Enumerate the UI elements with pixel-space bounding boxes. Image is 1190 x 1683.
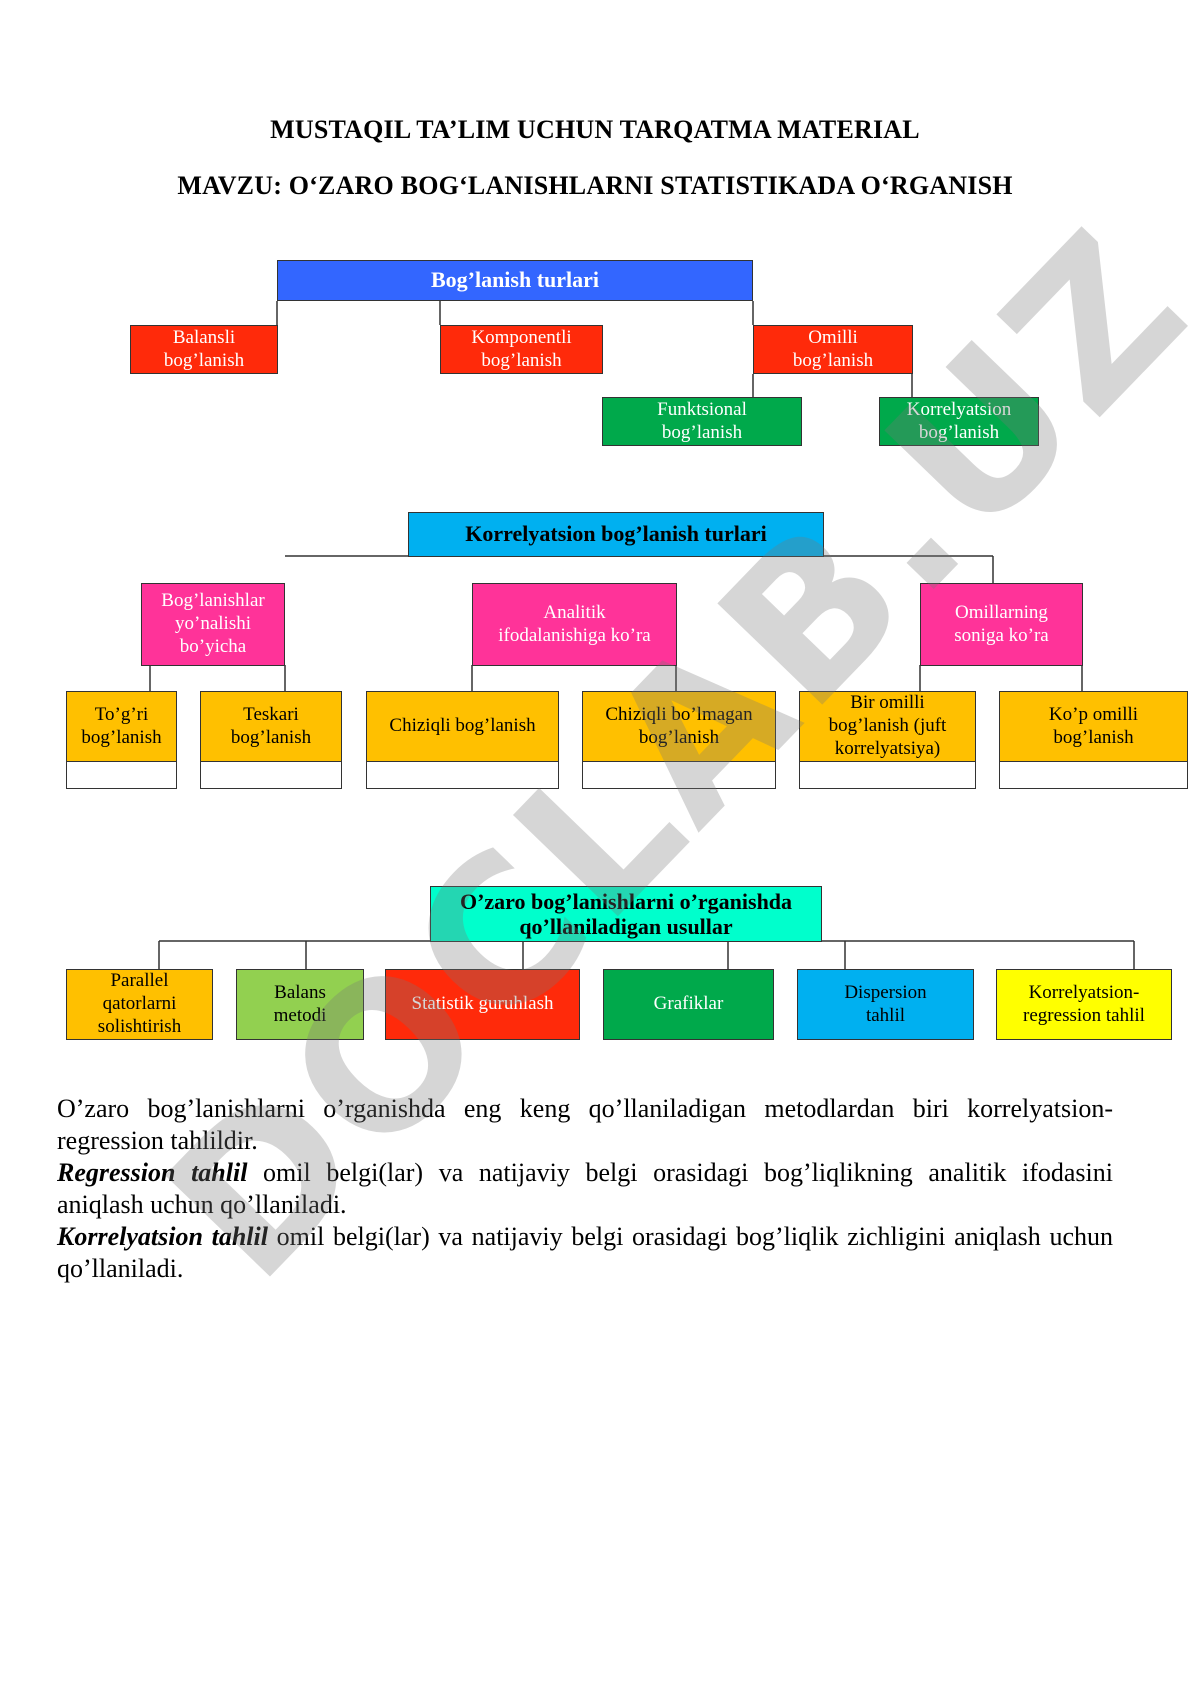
omillar-line-1: Omillarning — [955, 601, 1048, 623]
balansli-line-2: bog’lanish — [163, 349, 245, 371]
kop-omilli-line-1: Ko’p omilli — [1048, 703, 1139, 725]
funktsional-line-1: Funktsional — [657, 398, 747, 420]
grafiklar-line-1: Grafiklar — [653, 993, 724, 1015]
komponentli-line-1: Komponentli — [471, 326, 572, 348]
korrelyatsion-regression-box: Korrelyatsion-regression tahlil — [996, 969, 1172, 1040]
bog-lanish-turlari-label: Bog’lanish turlari — [430, 267, 600, 293]
balansli-line-1: Balansli — [172, 326, 236, 348]
teskari-line-1: Teskari — [243, 703, 299, 725]
korrelyatsion-line-1: Korrelyatsion — [906, 398, 1012, 420]
bir-omilli-line-3: korrelyatsiya) — [834, 737, 941, 759]
chiziqsiz-blank-cell — [582, 762, 776, 789]
grafiklar-box: Grafiklar — [603, 969, 774, 1040]
regression-definition: omil belgi(lar) va natijaviy belgi orasi… — [57, 1158, 1113, 1219]
yonalish-line-3: bo’yicha — [179, 635, 247, 657]
chiziqsiz-line-2: bog’lanish — [638, 726, 720, 748]
omillar-line-2: soniga ko’ra — [954, 624, 1049, 646]
korrelyatsion-turlari-box: Korrelyatsion bog’lanish turlari — [408, 512, 824, 557]
regression-term: Regression tahlil — [57, 1158, 248, 1187]
bir-omilli-line-1: Bir omilli — [850, 692, 925, 714]
yonalish-line-2: yo’nalishi — [175, 613, 251, 635]
kop-omilli-blank-cell — [999, 762, 1188, 789]
dispersion-line-2: tahlil — [865, 1004, 906, 1026]
page-subtitle: MAVZU: O‘ZARO BOG‘LANISHLARNI STATISTIKA… — [177, 171, 1013, 200]
guruhlash-line-1: Statistik guruhlash — [411, 993, 554, 1015]
kop-omilli-line-2: bog’lanish — [1053, 726, 1134, 748]
yonalish-line-1: Bog’lanishlar — [161, 590, 265, 612]
teskari-blank-cell — [200, 762, 342, 789]
parallel-line-3: solishtirish — [97, 1015, 182, 1037]
page-title: MUSTAQIL TA’LIM UCHUN TARQATMA MATERIAL — [270, 115, 920, 144]
teskari-line-2: bog’lanish — [230, 726, 312, 748]
chiziqli-blank-cell — [366, 762, 559, 789]
analitik-line-1: Analitik — [543, 601, 606, 623]
korrelyatsion-definition: omil belgi(lar) va natijaviy belgi orasi… — [57, 1222, 1113, 1283]
korrelyatsion-term: Korrelyatsion tahlil — [57, 1222, 268, 1251]
dispersion-line-1: Dispersion — [844, 981, 927, 1003]
parallel-line-1: Parallel — [110, 970, 169, 992]
paragraph-korrelyatsion: Korrelyatsion tahlil omil belgi(lar) va … — [57, 1221, 1113, 1285]
komponentli-line-2: bog’lanish — [481, 349, 562, 371]
regression-line-2: regression tahlil — [1023, 1004, 1145, 1026]
paragraph-intro: O’zaro bog’lanishlarni o’rganishda eng k… — [57, 1094, 1113, 1155]
togri-blank-cell — [66, 762, 177, 789]
statistik-guruhlash-box: Statistik guruhlash — [385, 969, 580, 1040]
regression-line-1: Korrelyatsion- — [1028, 981, 1140, 1003]
togri-line-2: bog’lanish — [81, 726, 162, 748]
omilli-line-2: bog’lanish — [792, 349, 874, 371]
korrelyatsion-line-2: bog’lanish — [918, 421, 1000, 443]
analitik-line-2: ifodalanishiga ko’ra — [498, 624, 651, 646]
usullar-line-1: O’zaro bog’lanishlarni o’rganishda — [459, 888, 793, 914]
togri-line-1: To’g’ri — [94, 703, 149, 725]
usullar-line-2: qo’llaniladigan usullar — [519, 914, 733, 939]
funktsional-line-2: bog’lanish — [661, 421, 743, 443]
chiziqli-line-1: Chiziqli bog’lanish — [389, 715, 536, 737]
chiziqsiz-line-1: Chiziqli bo’lmagan — [605, 703, 753, 725]
omilli-line-1: Omilli — [808, 326, 858, 348]
chiziqli-boglanish-box: Chiziqli bog’lanish — [366, 691, 559, 762]
parallel-line-2: qatorlarni — [102, 993, 177, 1015]
korrelyatsion-turlari-label: Korrelyatsion bog’lanish turlari — [465, 521, 767, 547]
bir-omilli-blank-cell — [799, 762, 976, 789]
balans-line-2: metodi — [273, 1004, 327, 1026]
paragraph-regression: Regression tahlil omil belgi(lar) va nat… — [57, 1157, 1113, 1221]
balans-line-1: Balans — [274, 981, 326, 1003]
bog-lanish-turlari-box: Bog’lanish turlari — [277, 260, 753, 301]
bir-omilli-line-2: bog’lanish (juft — [828, 715, 947, 737]
